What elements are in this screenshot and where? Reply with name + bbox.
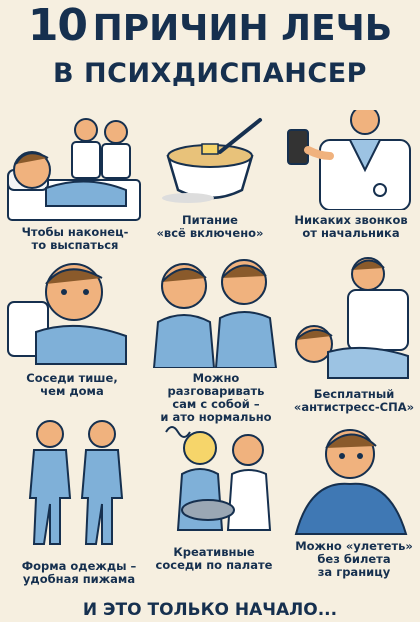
poster-title: 10 ПРИЧИН ЛЕЧЬ xyxy=(0,4,420,48)
poster-footer: И ЭТО ТОЛЬКО НАЧАЛО... xyxy=(82,600,338,620)
reason-caption-7: Форма одежды –удобная пижама xyxy=(21,559,137,586)
patient-in-bed-illustration xyxy=(7,263,127,365)
creative-roommates-illustration xyxy=(165,426,272,531)
reason-caption-2: Питание«всё включено» xyxy=(156,213,264,240)
poster-subtitle: В ПСИХДИСПАНСЕР xyxy=(53,58,367,89)
title-text: ПРИЧИН ЛЕЧЬ xyxy=(92,8,393,49)
flying-away-illustration xyxy=(294,429,408,535)
reason-caption-1: Чтобы наконец-то выспаться xyxy=(21,225,129,252)
title-number: 10 xyxy=(27,0,88,51)
reason-caption-6: Бесплатный«антистресс-СПА» xyxy=(293,387,415,414)
pajama-walkers-illustration xyxy=(28,420,124,545)
porridge-bowl-illustration xyxy=(162,118,262,203)
sleeping-patient-illustration xyxy=(7,118,141,221)
two-patients-talking-illustration xyxy=(152,259,278,368)
reason-caption-4: Соседи тише,чем дома xyxy=(26,371,118,398)
spa-massage-illustration xyxy=(295,257,409,379)
doctor-phone-illustration xyxy=(287,110,411,210)
